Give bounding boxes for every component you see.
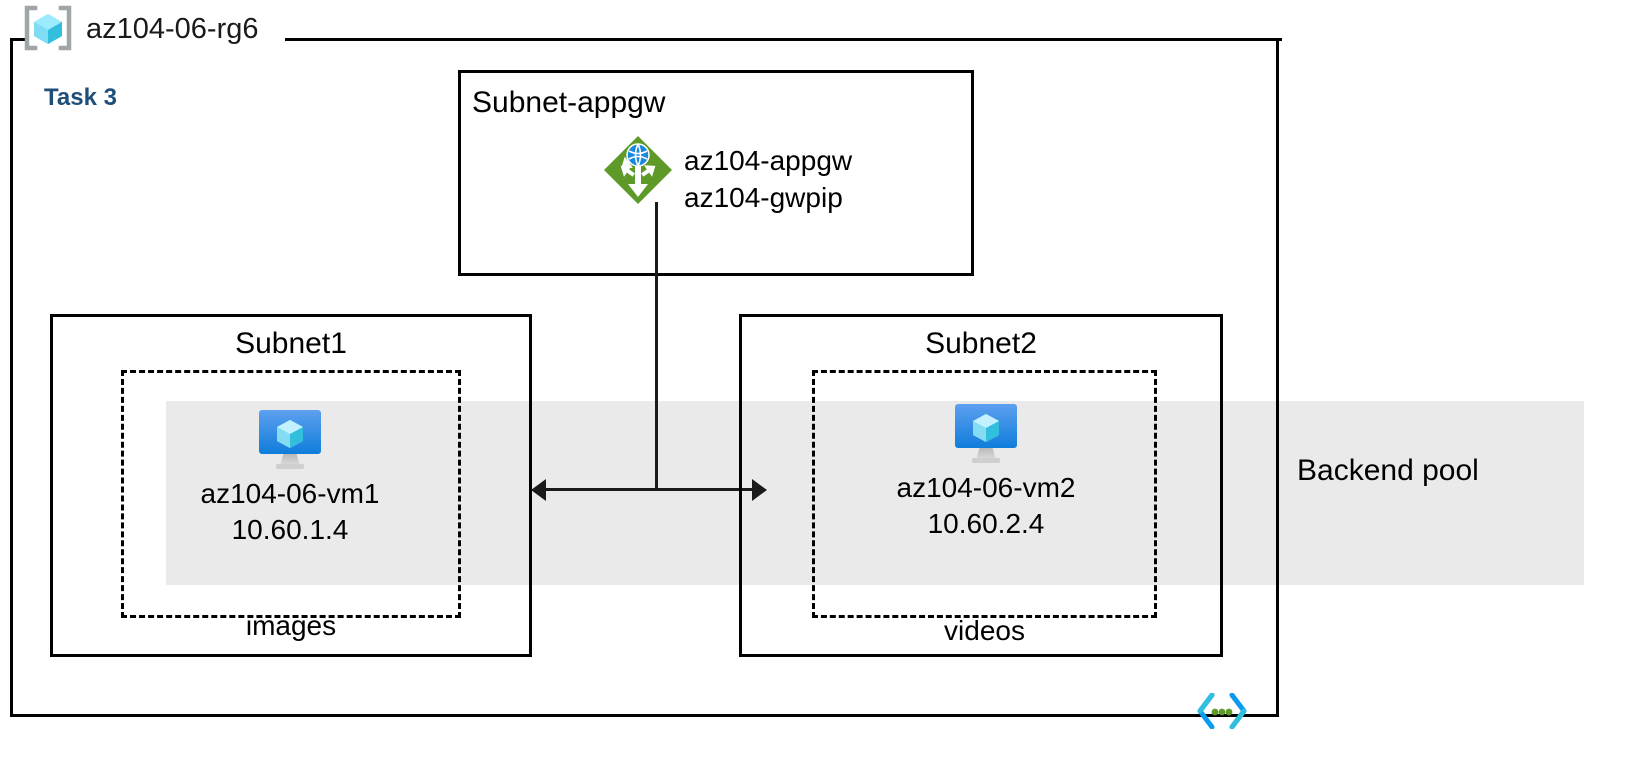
resource-group-frame-top-left-segment (10, 38, 28, 41)
subnet2-sublabel: videos (944, 615, 1025, 646)
subnet2-dashed-group (812, 370, 1157, 618)
appgw-name: az104-appgw (684, 145, 853, 176)
virtual-network-icon (1196, 692, 1248, 730)
subnet1-subnet2-connector (543, 488, 755, 491)
connector-arrow-right (752, 479, 767, 501)
vm2-block: az104-06-vm2 10.60.2.4 (862, 398, 1110, 542)
appgw-labels: az104-appgw az104-gwpip (684, 142, 852, 216)
vm2-ip: 10.60.2.4 (927, 508, 1045, 539)
vm1-ip: 10.60.1.4 (231, 514, 349, 545)
vm1-name: az104-06-vm1 (200, 478, 380, 509)
resource-group-title: az104-06-rg6 (86, 13, 259, 45)
vm1-block: az104-06-vm1 10.60.1.4 (166, 404, 414, 548)
subnet1-title: Subnet1 (235, 327, 347, 360)
gwpip-name: az104-gwpip (684, 182, 843, 213)
subnet2-box (739, 314, 1223, 657)
resource-group-icon (22, 5, 74, 51)
resource-group-frame (10, 38, 1279, 717)
subnet1-sublabel: images (245, 610, 337, 641)
task-label: Task 3 (44, 84, 117, 111)
backend-pool-band (166, 401, 1584, 585)
virtual-machine-icon (259, 410, 321, 469)
subnet2-title: Subnet2 (925, 327, 1037, 360)
virtual-machine-icon (955, 404, 1017, 463)
subnet-appgw-title: Subnet-appgw (472, 86, 666, 119)
subnet-appgw-box (458, 70, 974, 276)
subnet1-dashed-group (121, 370, 461, 618)
backend-pool-label: Backend pool (1297, 454, 1479, 487)
resource-group-frame-top-right-segment (285, 38, 1282, 41)
vm2-name: az104-06-vm2 (896, 472, 1076, 503)
connector-arrow-left (531, 479, 546, 501)
appgw-to-subnets-connector (655, 202, 658, 490)
subnet1-box (50, 314, 532, 657)
application-gateway-icon (602, 134, 674, 206)
